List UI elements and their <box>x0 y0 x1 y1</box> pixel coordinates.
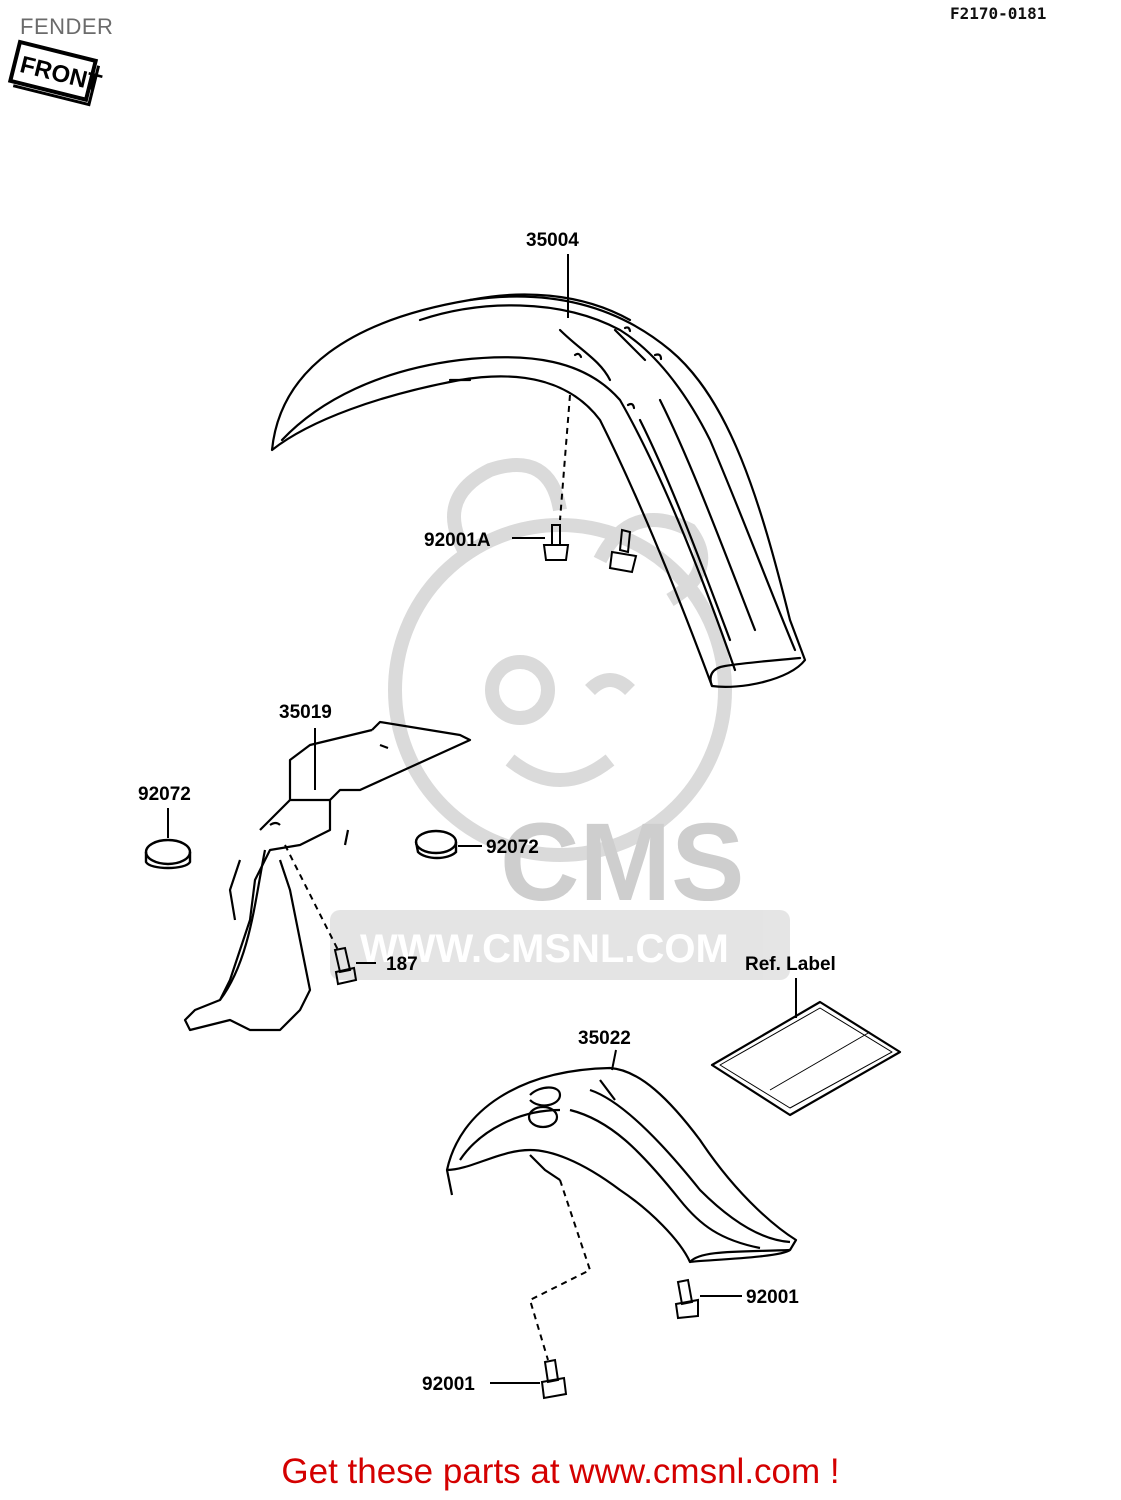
clamp-right-icon <box>414 829 458 860</box>
watermark-mascot-icon <box>388 458 732 862</box>
front-fender-bolt-icon <box>542 524 638 574</box>
callout-ref-label: Ref. Label <box>745 954 836 975</box>
callout-labels: 35004 92001A 35019 92072 92072 187 Ref. … <box>138 230 836 1395</box>
callout-187: 187 <box>386 954 418 975</box>
page-title: FENDER <box>20 14 114 39</box>
callout-92001a: 92001A <box>424 530 491 551</box>
callout-35019: 35019 <box>279 702 332 723</box>
watermark-url: WWW.CMSNL.COM <box>360 927 729 971</box>
mud-guard-drawing <box>183 720 472 1032</box>
watermark-brand: CMS <box>500 801 744 924</box>
footer-parts-link[interactable]: Get these parts at www.cmsnl.com ! <box>281 1452 840 1491</box>
rear-fender-bolt-right-icon <box>674 1278 699 1320</box>
callout-92001-right: 92001 <box>746 1287 799 1308</box>
clamp-left-icon <box>144 838 192 870</box>
callout-35022: 35022 <box>578 1028 631 1049</box>
callout-35004: 35004 <box>526 230 579 251</box>
front-fender-drawing <box>270 293 807 688</box>
mud-guard-screw-icon <box>333 946 358 986</box>
leader-lines <box>167 254 797 1384</box>
callout-92072-right: 92072 <box>486 837 539 858</box>
figure-code: F2170-0181 <box>950 4 1047 23</box>
callout-92001-bottom: 92001 <box>422 1374 475 1395</box>
cmsnl-watermark: CMS WWW.CMSNL.COM <box>330 458 790 980</box>
rear-fender-drawing <box>445 1066 798 1264</box>
rear-fender-bolt-bottom-icon <box>540 1358 568 1400</box>
front-orientation-stamp: FRONT <box>7 39 104 107</box>
watermark-bar <box>330 910 790 980</box>
callout-92072-left: 92072 <box>138 784 191 805</box>
reference-label-drawing <box>710 1000 902 1117</box>
